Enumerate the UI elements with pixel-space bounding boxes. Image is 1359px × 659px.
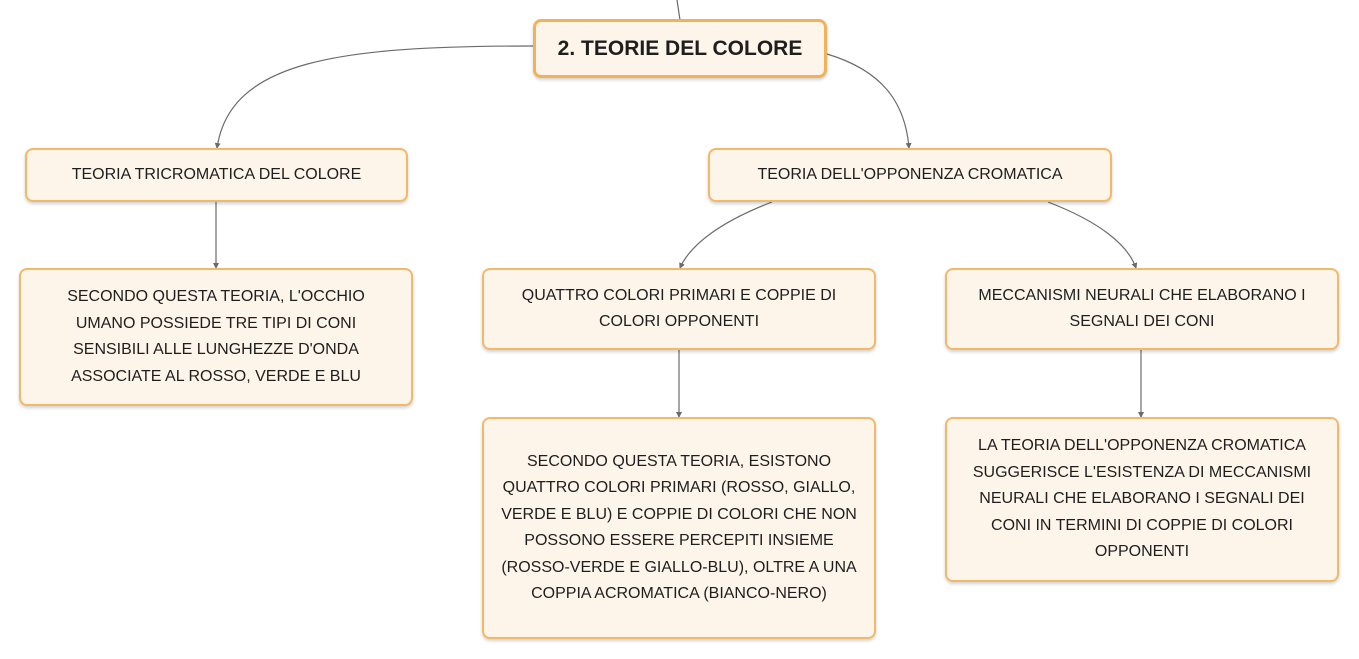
connector-opponent-primaries (679, 201, 773, 269)
node-trichromatic-title: TEORIA TRICROMATICA DEL COLORE (71, 165, 362, 183)
node-opponent-theory[interactable]: TEORIA DELL'OPPONENZA CROMATICA (708, 148, 1112, 202)
root-node[interactable]: 2. TEORIE DEL COLORE (533, 19, 827, 78)
node-trichromatic-theory[interactable]: TEORIA TRICROMATICA DEL COLORE (25, 148, 408, 202)
node-trichromatic-detail-text: SECONDO QUESTA TEORIA, L'OCCHIO UMANO PO… (67, 288, 365, 385)
connector-root-trichromatic (214, 45, 534, 149)
node-trichromatic-detail[interactable]: SECONDO QUESTA TEORIA, L'OCCHIO UMANO PO… (19, 268, 413, 406)
node-opponent-title: TEORIA DELL'OPPONENZA CROMATICA (757, 165, 1063, 183)
node-neural-detail-text: LA TEORIA DELL'OPPONENZA CROMATICA SUGGE… (972, 437, 1312, 561)
connector-opponent-neural (1047, 201, 1138, 269)
node-neural-detail[interactable]: LA TEORIA DELL'OPPONENZA CROMATICA SUGGE… (945, 417, 1339, 582)
connector-root-opponent (826, 53, 912, 149)
node-primaries[interactable]: QUATTRO COLORI PRIMARI E COPPIE DI COLOR… (482, 268, 876, 350)
node-primaries-detail[interactable]: SECONDO QUESTA TEORIA, ESISTONO QUATTRO … (482, 417, 876, 639)
root-title: 2. TEORIE DEL COLORE (557, 36, 803, 60)
node-primaries-detail-text: SECONDO QUESTA TEORIA, ESISTONO QUATTRO … (501, 452, 857, 603)
node-neural-mechanisms[interactable]: MECCANISMI NEURALI CHE ELABORANO I SEGNA… (945, 268, 1339, 350)
node-primaries-title: QUATTRO COLORI PRIMARI E COPPIE DI COLOR… (521, 286, 837, 331)
node-neural-title: MECCANISMI NEURALI CHE ELABORANO I SEGNA… (978, 286, 1306, 331)
connector-incoming-root (676, 0, 681, 21)
